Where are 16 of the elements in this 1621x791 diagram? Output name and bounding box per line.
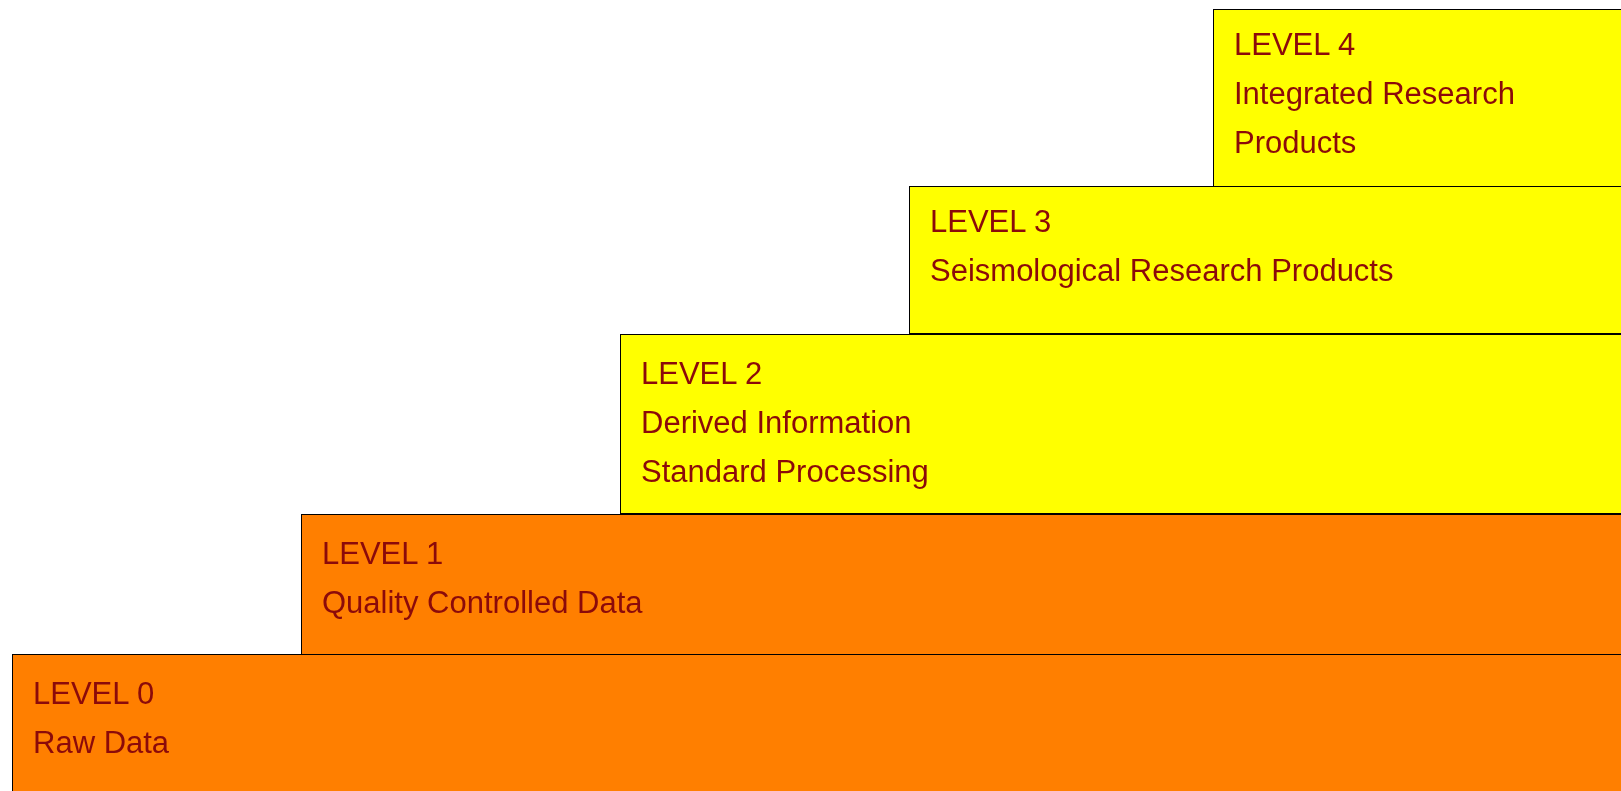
level-box <box>1213 9 1621 187</box>
level-heading: LEVEL 0 <box>33 675 155 713</box>
level-box <box>12 654 1621 791</box>
level-description: Seismological Research Products <box>930 252 1394 290</box>
level-description: Quality Controlled Data <box>322 584 643 622</box>
level-description: Raw Data <box>33 724 170 762</box>
level-box <box>301 514 1621 655</box>
level-heading: LEVEL 1 <box>322 535 444 573</box>
level-box <box>909 186 1621 334</box>
level-description: Standard Processing <box>641 453 929 491</box>
level-description: Integrated Research Products <box>1234 75 1516 162</box>
level-heading: LEVEL 3 <box>930 203 1052 241</box>
level-heading: LEVEL 2 <box>641 355 763 393</box>
level-description: Derived Information <box>641 404 912 442</box>
level-heading: LEVEL 4 <box>1234 26 1356 64</box>
level-box <box>620 334 1621 514</box>
